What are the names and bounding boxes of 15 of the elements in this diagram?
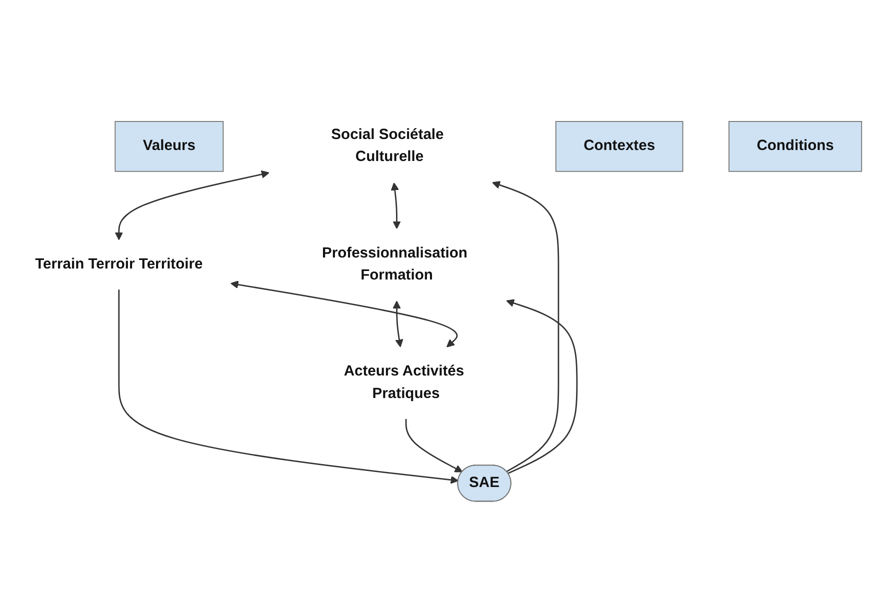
arrow (506, 298, 578, 474)
arrow (230, 280, 458, 347)
node-box: Valeurs (114, 120, 224, 172)
arrow (118, 289, 459, 484)
arrow (390, 182, 401, 229)
node-box: Conditions (728, 120, 862, 172)
node-text: Professionnalisation Formation (322, 244, 468, 283)
arrow (405, 418, 463, 472)
arrow (114, 170, 270, 240)
arrow (392, 300, 404, 347)
node-text: Social Sociétale Culturelle (331, 126, 444, 165)
arrow (492, 180, 560, 472)
node-text: Terrain Terroir Territoire (35, 256, 203, 272)
node-text: Acteurs Activités Pratiques (344, 363, 464, 402)
node-box: Contextes (555, 120, 684, 172)
